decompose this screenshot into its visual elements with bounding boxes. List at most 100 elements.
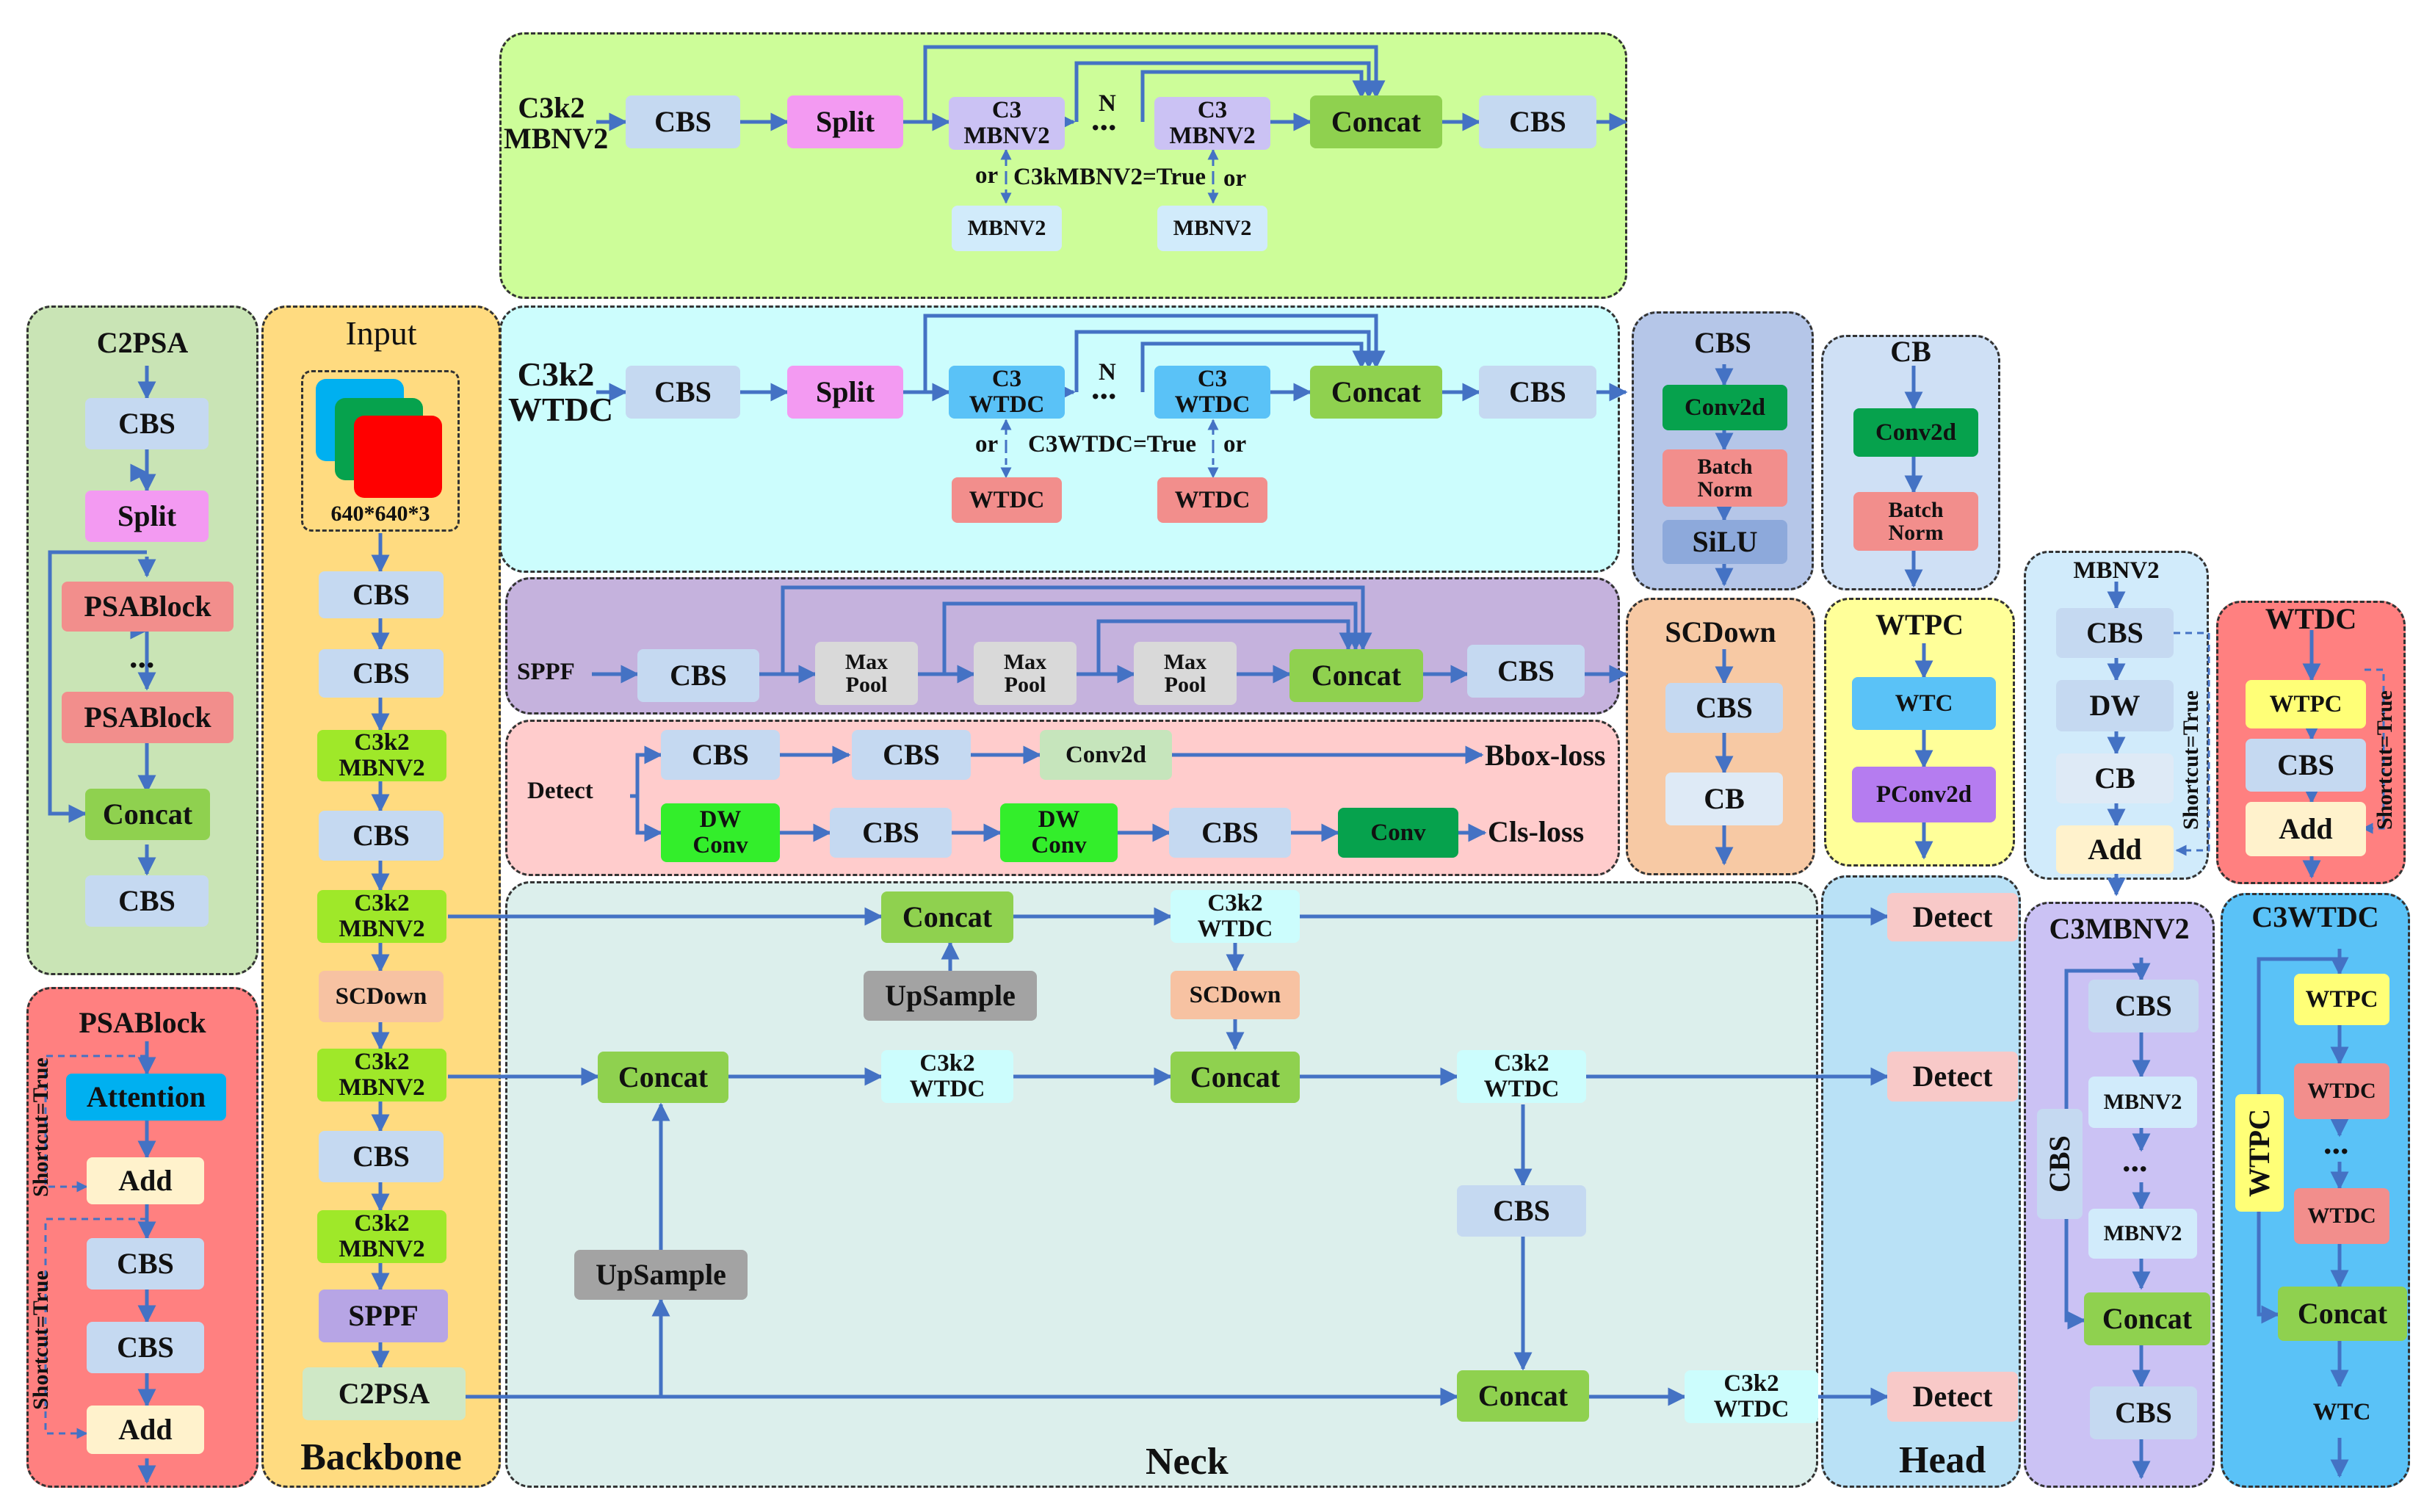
c2psa-psablock-1[interactable]: PSABlock [62,582,234,632]
mbnv2-small-cb[interactable]: CB [2056,753,2174,803]
mbnv2-module-concat[interactable]: Concat [1310,95,1442,148]
mbnv2-module-cbs-out[interactable]: CBS [1479,95,1596,148]
scdown-module-cb[interactable]: CB [1665,773,1783,825]
detect-module-cbs-2[interactable]: CBS [852,730,971,780]
neck-c3k2-wtdc-mid-1[interactable]: C3k2 WTDC [881,1050,1013,1103]
c2psa-cbs-out[interactable]: CBS [85,875,209,927]
mbnv2-small-add[interactable]: Add [2056,825,2174,874]
psablock-cbs-1[interactable]: CBS [87,1238,204,1289]
mbnv2-small-cbs[interactable]: CBS [2056,608,2174,658]
c3wtdc-wtc[interactable]: WTC [2294,1386,2389,1438]
sppf-module-cbs-in[interactable]: CBS [637,649,759,702]
head-detect-1[interactable]: Detect [1887,893,2018,941]
c2psa-cbs-in[interactable]: CBS [85,398,209,449]
mbnv2-small-dw[interactable]: DW [2056,680,2174,731]
neck-upsample-1[interactable]: UpSample [864,971,1037,1021]
c2psa-psablock-2[interactable]: PSABlock [62,692,234,743]
wtdc-module-alt-1[interactable]: WTDC [952,477,1062,523]
neck-c3k2-wtdc-top[interactable]: C3k2 WTDC [1171,890,1300,943]
detect-module-cbs-3[interactable]: CBS [830,808,952,858]
wtdc-module-cbs-in[interactable]: CBS [626,366,740,419]
neck-concat-1[interactable]: Concat [881,891,1013,943]
c3wtdc-concat[interactable]: Concat [2278,1287,2407,1341]
neck-concat-3[interactable]: Concat [1171,1052,1300,1103]
wtdc-module-split[interactable]: Split [787,366,903,419]
c3mbnv2-cbs-bottom[interactable]: CBS [2090,1386,2197,1439]
mbnv2-module-c3-b[interactable]: C3 MBNV2 [1154,97,1270,150]
backbone-cbs-4[interactable]: CBS [319,1131,444,1182]
neck-cbs[interactable]: CBS [1457,1185,1586,1237]
cbs-module-conv2d[interactable]: Conv2d [1663,385,1787,430]
head-detect-3[interactable]: Detect [1887,1372,2018,1422]
psablock-attention[interactable]: Attention [66,1074,226,1121]
neck-c3k2-wtdc-bottom[interactable]: C3k2 WTDC [1685,1370,1818,1423]
sppf-module-maxpool-3[interactable]: Max Pool [1134,642,1237,705]
detect-module-conv[interactable]: Conv [1338,808,1458,858]
detect-module-dwconv-1[interactable]: DW Conv [661,803,780,862]
mbnv2-module-alt-2[interactable]: MBNV2 [1157,206,1267,251]
backbone-c3k2-2[interactable]: C3k2 MBNV2 [317,890,446,943]
wtdc-module-concat[interactable]: Concat [1310,366,1442,419]
neck-label: Neck [1146,1441,1229,1483]
input-label: Input [345,314,417,352]
wtdc-module-c3-b[interactable]: C3 WTDC [1154,366,1270,419]
backbone-c2psa[interactable]: C2PSA [303,1367,466,1420]
backbone-sppf[interactable]: SPPF [319,1289,448,1342]
psablock-add-2[interactable]: Add [87,1406,204,1454]
c3wtdc-wtdc-1[interactable]: WTDC [2294,1063,2389,1119]
wtdc-small-wtpc[interactable]: WTPC [2246,680,2366,728]
backbone-c3k2-1[interactable]: C3k2 MBNV2 [317,730,446,781]
sppf-module-maxpool-2[interactable]: Max Pool [974,642,1077,705]
head-detect-2[interactable]: Detect [1887,1052,2018,1102]
c3wtdc-wtpc-top[interactable]: WTPC [2294,974,2389,1025]
c3wtdc-wtpc-side[interactable]: WTPC [2235,1094,2284,1212]
detect-module-cbs-1[interactable]: CBS [661,730,780,780]
c2psa-split[interactable]: Split [85,491,209,542]
backbone-cbs-2[interactable]: CBS [319,649,444,698]
backbone-c3k2-4[interactable]: C3k2 MBNV2 [317,1210,446,1263]
backbone-scdown[interactable]: SCDown [319,971,444,1022]
c3mbnv2-mbnv2-1[interactable]: MBNV2 [2088,1077,2197,1128]
neck-upsample-2[interactable]: UpSample [574,1250,748,1300]
neck-concat-2[interactable]: Concat [598,1052,728,1103]
neck-concat-4[interactable]: Concat [1457,1370,1589,1422]
scdown-module-cbs[interactable]: CBS [1665,683,1783,733]
detect-module-cbs-4[interactable]: CBS [1169,808,1291,858]
c3mbnv2-cbs-top[interactable]: CBS [2088,980,2199,1032]
psablock-add-1[interactable]: Add [87,1157,204,1204]
wtpc-module-pconv2d[interactable]: PConv2d [1852,767,1996,822]
backbone-cbs-3[interactable]: CBS [319,811,444,861]
c3wtdc-title: C3WTDC [2251,900,2379,933]
cb-module-batchnorm[interactable]: Batch Norm [1853,492,1978,551]
cb-module-conv2d[interactable]: Conv2d [1853,408,1978,457]
sppf-module-cbs-out[interactable]: CBS [1467,645,1585,698]
mbnv2-module-c3-a[interactable]: C3 MBNV2 [949,97,1065,150]
c3mbnv2-mbnv2-2[interactable]: MBNV2 [2088,1209,2197,1259]
psablock-cbs-2[interactable]: CBS [87,1322,204,1373]
wtdc-module-alt-2[interactable]: WTDC [1157,477,1267,523]
wtpc-module-wtc[interactable]: WTC [1852,677,1996,730]
c3mbnv2-cbs-side[interactable]: CBS [2037,1109,2083,1219]
neck-scdown[interactable]: SCDown [1171,971,1300,1019]
wtdc-module-c3-a[interactable]: C3 WTDC [949,366,1065,419]
mbnv2-module-split[interactable]: Split [787,95,903,148]
c2psa-concat[interactable]: Concat [85,789,210,840]
wtdc-small-add[interactable]: Add [2246,802,2366,856]
detect-module-conv2d[interactable]: Conv2d [1040,730,1172,780]
wtdc-small-cbs[interactable]: CBS [2246,739,2366,792]
cbs-module-silu[interactable]: SiLU [1663,520,1787,564]
backbone-c3k2-3[interactable]: C3k2 MBNV2 [317,1049,446,1102]
c3mbnv2-concat[interactable]: Concat [2084,1292,2210,1345]
c3wtdc-wtdc-2[interactable]: WTDC [2294,1188,2389,1244]
sppf-module-maxpool-1[interactable]: Max Pool [815,642,918,705]
detect-module-dwconv-2[interactable]: DW Conv [1000,803,1118,862]
wtdc-module-cbs-out[interactable]: CBS [1479,366,1596,419]
neck-c3k2-wtdc-mid-2[interactable]: C3k2 WTDC [1457,1050,1586,1103]
backbone-cbs-1[interactable]: CBS [319,571,444,618]
mbnv2-module-cbs-in[interactable]: CBS [626,95,740,148]
c3mbnv2-dots: ... [2122,1141,2148,1179]
cbs-module-batchnorm[interactable]: Batch Norm [1663,449,1787,507]
sppf-module-concat[interactable]: Concat [1289,649,1423,702]
mbnv2-module-alt-1[interactable]: MBNV2 [952,206,1062,251]
